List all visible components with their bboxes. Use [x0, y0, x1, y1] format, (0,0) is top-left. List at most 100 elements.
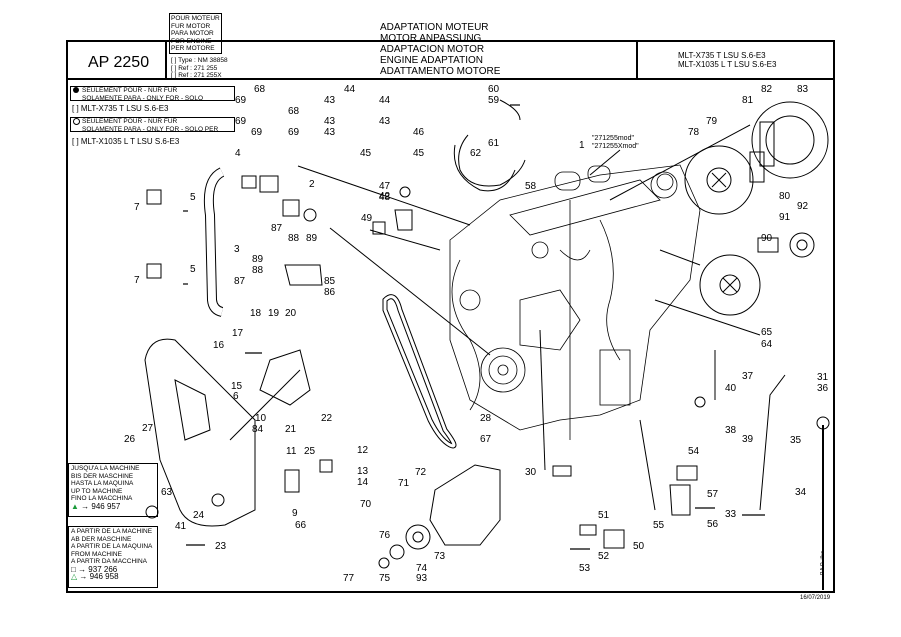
filled-dot-icon	[73, 87, 79, 93]
engine-block	[449, 164, 701, 440]
callout-43c: 43	[324, 127, 336, 138]
callout-87b: 87	[234, 276, 246, 287]
callout-35: 35	[790, 435, 802, 446]
callout-90: 90	[761, 233, 773, 244]
callout-87a: 87	[271, 223, 283, 234]
callout-59: 59	[488, 95, 500, 106]
callout-57: 57	[707, 489, 719, 500]
type-ref-text: [ ] Type : NM 38858 [ ] Ref : 271 255 [ …	[171, 57, 228, 79]
callout-63: 63	[161, 487, 173, 498]
callout-46: 46	[413, 127, 425, 138]
until-machine-text: JUSQU'A LA MACHINE BIS DER MASCHINE HAST…	[71, 465, 140, 511]
callout-4: 4	[235, 148, 241, 159]
callout-70: 70	[360, 499, 372, 510]
hollow-triangle-icon: △	[71, 572, 78, 581]
callout-42: 42	[379, 191, 391, 202]
callout-33: 33	[725, 509, 737, 520]
legend-a-model: [ ] MLT-X735 T LSU S.6-E3	[72, 104, 169, 113]
header-divider-left	[165, 40, 167, 80]
until-machine-box	[68, 463, 158, 517]
callout-86: 86	[324, 287, 336, 298]
callout-88a: 88	[288, 233, 300, 244]
callout-88b: 88	[252, 265, 264, 276]
callout-89b: 89	[252, 254, 264, 265]
for-engine-text: POUR MOTEUR FUR MOTOR PARA MOTOR FOR ENG…	[171, 15, 220, 52]
from-machine-box	[68, 526, 158, 588]
date-stamp: 16/07/2019	[800, 595, 831, 601]
callout-43a: 43	[324, 95, 336, 106]
callout-31: 31	[817, 372, 829, 383]
callout-50: 50	[633, 541, 645, 552]
callout-93: 93	[416, 573, 428, 584]
legend-a-box	[70, 86, 235, 101]
callout-10: 10	[255, 413, 267, 424]
model-list: MLT-X735 T LSU S.6-E3 MLT-X1035 L T LSU …	[678, 51, 777, 69]
legend-b-text: SEULEMENT POUR - NUR FUR SOLAMENTE PARA …	[82, 118, 219, 133]
callout-69b: 69	[235, 116, 247, 127]
legend-b-model: [ ] MLT-X1035 L T LSU S.6-E3	[72, 137, 180, 146]
callout-56: 56	[707, 519, 719, 530]
callout-9: 9	[292, 508, 298, 519]
callout-66: 66	[295, 520, 307, 531]
callout-45b: 45	[413, 148, 425, 159]
callout-40: 40	[725, 383, 737, 394]
callout-78: 78	[688, 127, 700, 138]
callout-3: 3	[234, 244, 240, 255]
vertical-credit: P.A.O. illus	[820, 550, 826, 575]
mod-note: "271255mod" "271255Xmod"	[592, 135, 639, 150]
callout-83: 83	[797, 84, 809, 95]
callout-80: 80	[779, 191, 791, 202]
callout-85: 85	[324, 276, 336, 287]
callout-69d: 69	[288, 127, 300, 138]
callout-43b: 43	[324, 116, 336, 127]
callout-72: 72	[415, 467, 427, 478]
callout-43d: 43	[379, 116, 391, 127]
callout-19: 19	[268, 308, 280, 319]
callout-13: 13	[357, 466, 369, 477]
callout-92: 92	[797, 201, 809, 212]
callout-39: 39	[742, 434, 754, 445]
bracket-icon: [ ]	[171, 72, 179, 79]
callout-7a: 7	[134, 202, 140, 213]
callout-25: 25	[304, 446, 316, 457]
callout-48: 48	[379, 192, 391, 203]
callout-21: 21	[285, 424, 297, 435]
callout-71: 71	[398, 478, 410, 489]
hollow-dot-icon	[73, 118, 80, 125]
header-divider	[66, 78, 835, 80]
bracket-icon: [ ]	[72, 104, 81, 113]
callout-67: 67	[480, 434, 492, 445]
callout-7b: 7	[134, 275, 140, 286]
callout-30: 30	[525, 467, 537, 478]
bracket-icon: [ ]	[171, 64, 179, 72]
callout-62: 62	[470, 148, 482, 159]
header-divider-right	[636, 40, 638, 80]
callout-77: 77	[343, 573, 355, 584]
drawing-frame	[66, 40, 835, 593]
callout-45a: 45	[360, 148, 372, 159]
callout-47: 47	[379, 181, 391, 192]
callout-5a: 5	[190, 192, 196, 203]
callout-69a: 69	[235, 95, 247, 106]
callout-68a: 68	[254, 84, 266, 95]
callout-44b: 44	[379, 95, 391, 106]
callout-23: 23	[215, 541, 227, 552]
callout-14: 14	[357, 477, 369, 488]
page-code: AP 2250	[88, 54, 150, 71]
legend-a-text: SEULEMENT POUR - NUR FUR SOLAMENTE PARA …	[82, 87, 203, 102]
callout-27: 27	[142, 423, 154, 434]
callout-82: 82	[761, 84, 773, 95]
callout-81: 81	[742, 95, 754, 106]
callout-12: 12	[357, 445, 369, 456]
callout-60: 60	[488, 84, 500, 95]
for-engine-box	[169, 13, 222, 54]
callout-84: 84	[252, 424, 264, 435]
callout-20: 20	[285, 308, 297, 319]
callout-64: 64	[761, 339, 773, 350]
callout-11: 11	[286, 446, 297, 457]
callout-49: 49	[361, 213, 373, 224]
callout-54: 54	[688, 446, 700, 457]
callout-38: 38	[725, 425, 737, 436]
callout-68b: 68	[288, 106, 300, 117]
callout-26: 26	[124, 434, 136, 445]
